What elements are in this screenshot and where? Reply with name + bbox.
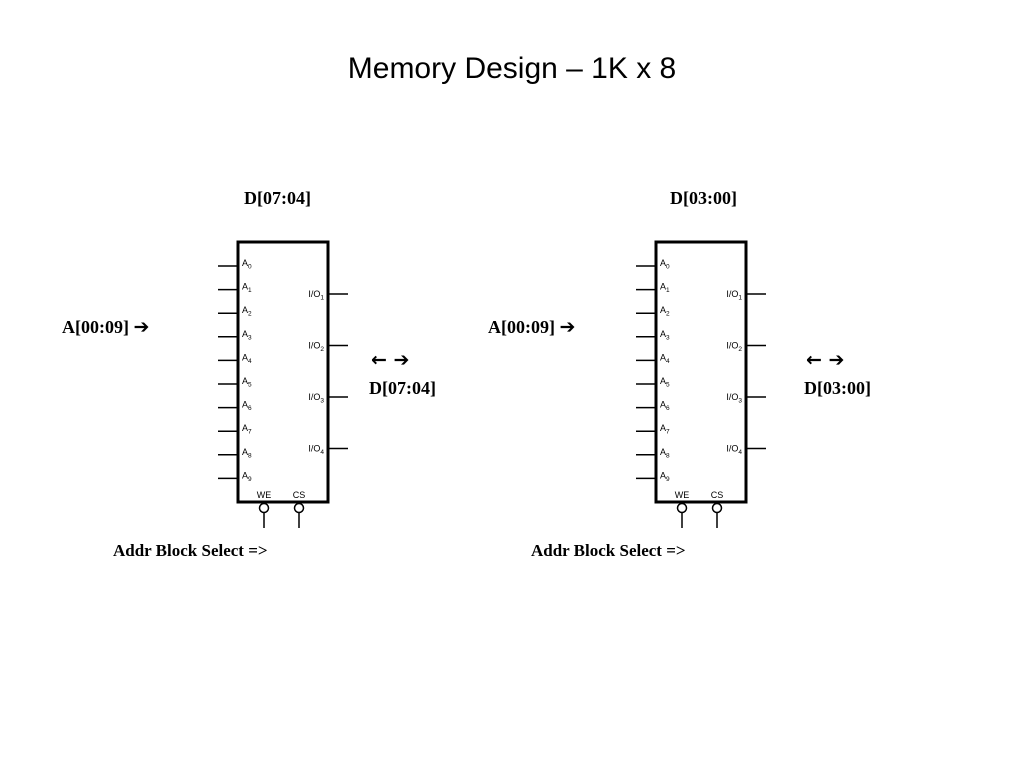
address-pin-label: A6	[242, 400, 252, 413]
address-pin-label: A5	[242, 376, 252, 389]
io-pin-label: I/O2	[726, 341, 742, 354]
address-pin-label: A8	[242, 447, 252, 460]
address-pin-label: A7	[660, 423, 670, 436]
bidirectional-arrows-icon: ← ➔	[806, 349, 845, 371]
chip2-address-label: A[00:09] ➔	[488, 316, 575, 338]
chip1-address-text: A[00:09]	[62, 317, 129, 337]
address-pin-label: A4	[242, 352, 252, 365]
address-pin-label: A6	[660, 400, 670, 413]
address-pin-label: A0	[660, 258, 670, 271]
chip1-data-label-right: D[07:04]	[369, 378, 436, 398]
control-pin-label: CS	[293, 490, 306, 500]
io-pin-label: I/O1	[726, 289, 742, 302]
io-pin-label: I/O2	[308, 341, 324, 354]
inversion-bubble	[258, 502, 270, 514]
chip1-block-select-label: Addr Block Select =>	[113, 541, 268, 560]
address-pin-label: A3	[660, 329, 670, 342]
io-pin-label: I/O4	[308, 444, 324, 457]
address-pin-label: A1	[660, 282, 670, 295]
chip2-block-select-label: Addr Block Select =>	[531, 541, 686, 560]
chip2-data-label-top: D[03:00]	[670, 188, 737, 208]
control-pin-label: WE	[257, 490, 272, 500]
address-pin-label: A1	[242, 282, 252, 295]
inversion-bubble	[676, 502, 688, 514]
right-arrow-icon: ➔	[133, 316, 150, 338]
address-pin-label: A9	[660, 470, 670, 483]
address-pin-label: A3	[242, 329, 252, 342]
address-pin-label: A5	[660, 376, 670, 389]
io-pin-label: I/O3	[726, 392, 742, 405]
bidirectional-arrows-icon: ← ➔	[371, 349, 410, 371]
inversion-bubble	[293, 502, 305, 514]
chip2-address-text: A[00:09]	[488, 317, 555, 337]
inversion-bubble	[711, 502, 723, 514]
address-pin-label: A2	[660, 305, 670, 318]
address-pin-label: A9	[242, 470, 252, 483]
io-pin-label: I/O4	[726, 444, 742, 457]
chip2-data-label-right: D[03:00]	[804, 378, 871, 398]
address-pin-label: A2	[242, 305, 252, 318]
slide-title: Memory Design – 1K x 8	[347, 52, 677, 85]
address-pin-label: A4	[660, 352, 670, 365]
chip1-address-label: A[00:09] ➔	[62, 316, 149, 338]
address-pin-label: A8	[660, 447, 670, 460]
io-pin-label: I/O1	[308, 289, 324, 302]
io-pin-label: I/O3	[308, 392, 324, 405]
control-pin-label: CS	[711, 490, 724, 500]
chip-body	[654, 240, 748, 504]
chip1-data-label-top: D[07:04]	[244, 188, 311, 208]
chip-body	[236, 240, 330, 504]
address-pin-label: A7	[242, 423, 252, 436]
right-arrow-icon: ➔	[559, 316, 576, 338]
address-pin-label: A0	[242, 258, 252, 271]
control-pin-label: WE	[675, 490, 690, 500]
